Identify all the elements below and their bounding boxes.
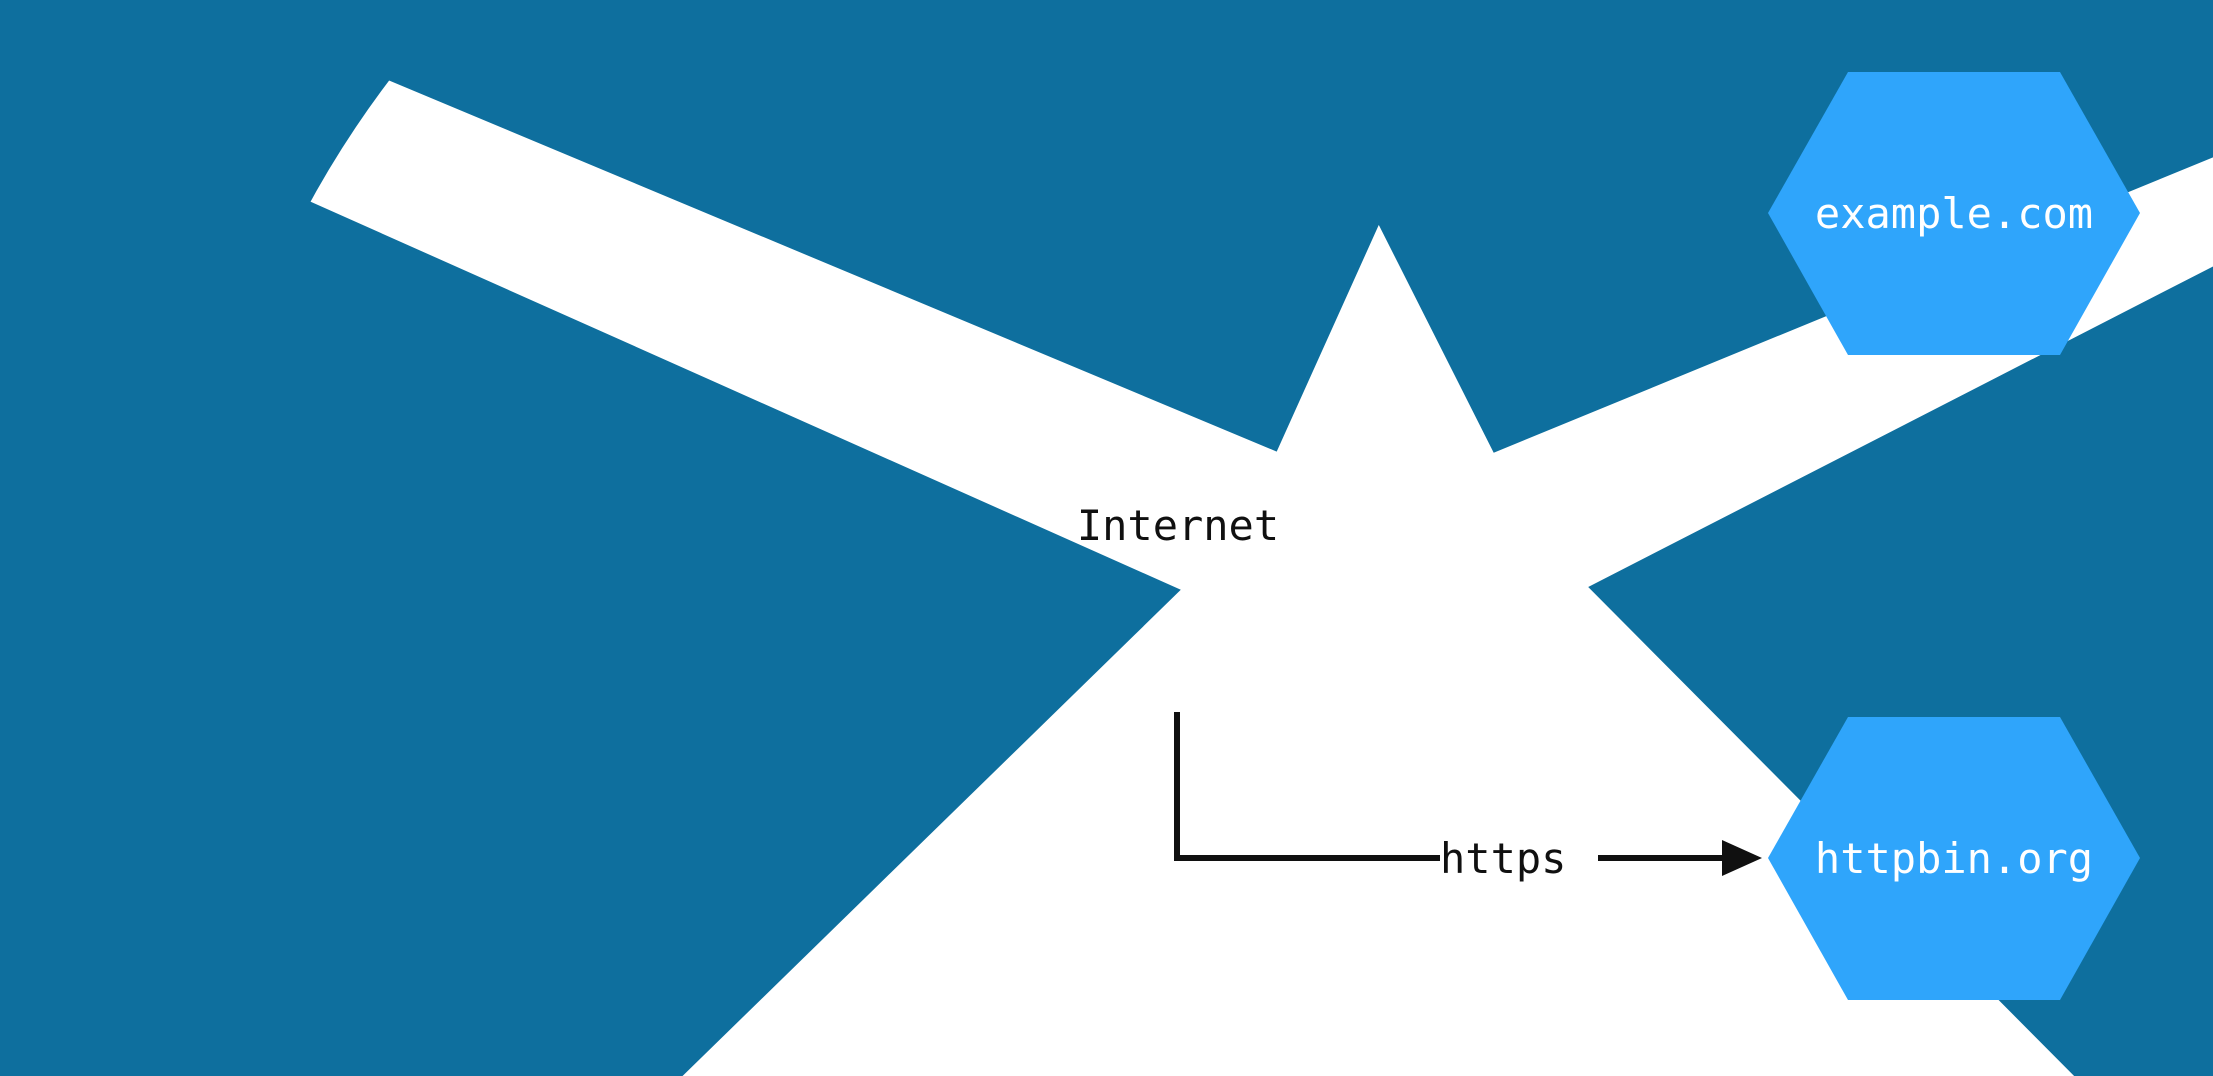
node-example-com[interactable]: example.com <box>1768 72 2140 355</box>
httpbin-org-label: httpbin.org <box>1815 834 2093 883</box>
httpbin-org-hexagon[interactable] <box>1768 717 2140 1000</box>
edge-label-https: https <box>1440 834 1566 883</box>
edge-internet-to-httpbin: https <box>1174 712 1762 883</box>
node-httpbin-org[interactable]: httpbin.org <box>1768 717 2140 1000</box>
example-com-label: example.com <box>1815 189 2093 238</box>
internet-label: Internet <box>1077 501 1279 550</box>
example-com-hexagon[interactable] <box>1768 72 2140 355</box>
edge-https-arrowhead <box>1722 840 1762 876</box>
